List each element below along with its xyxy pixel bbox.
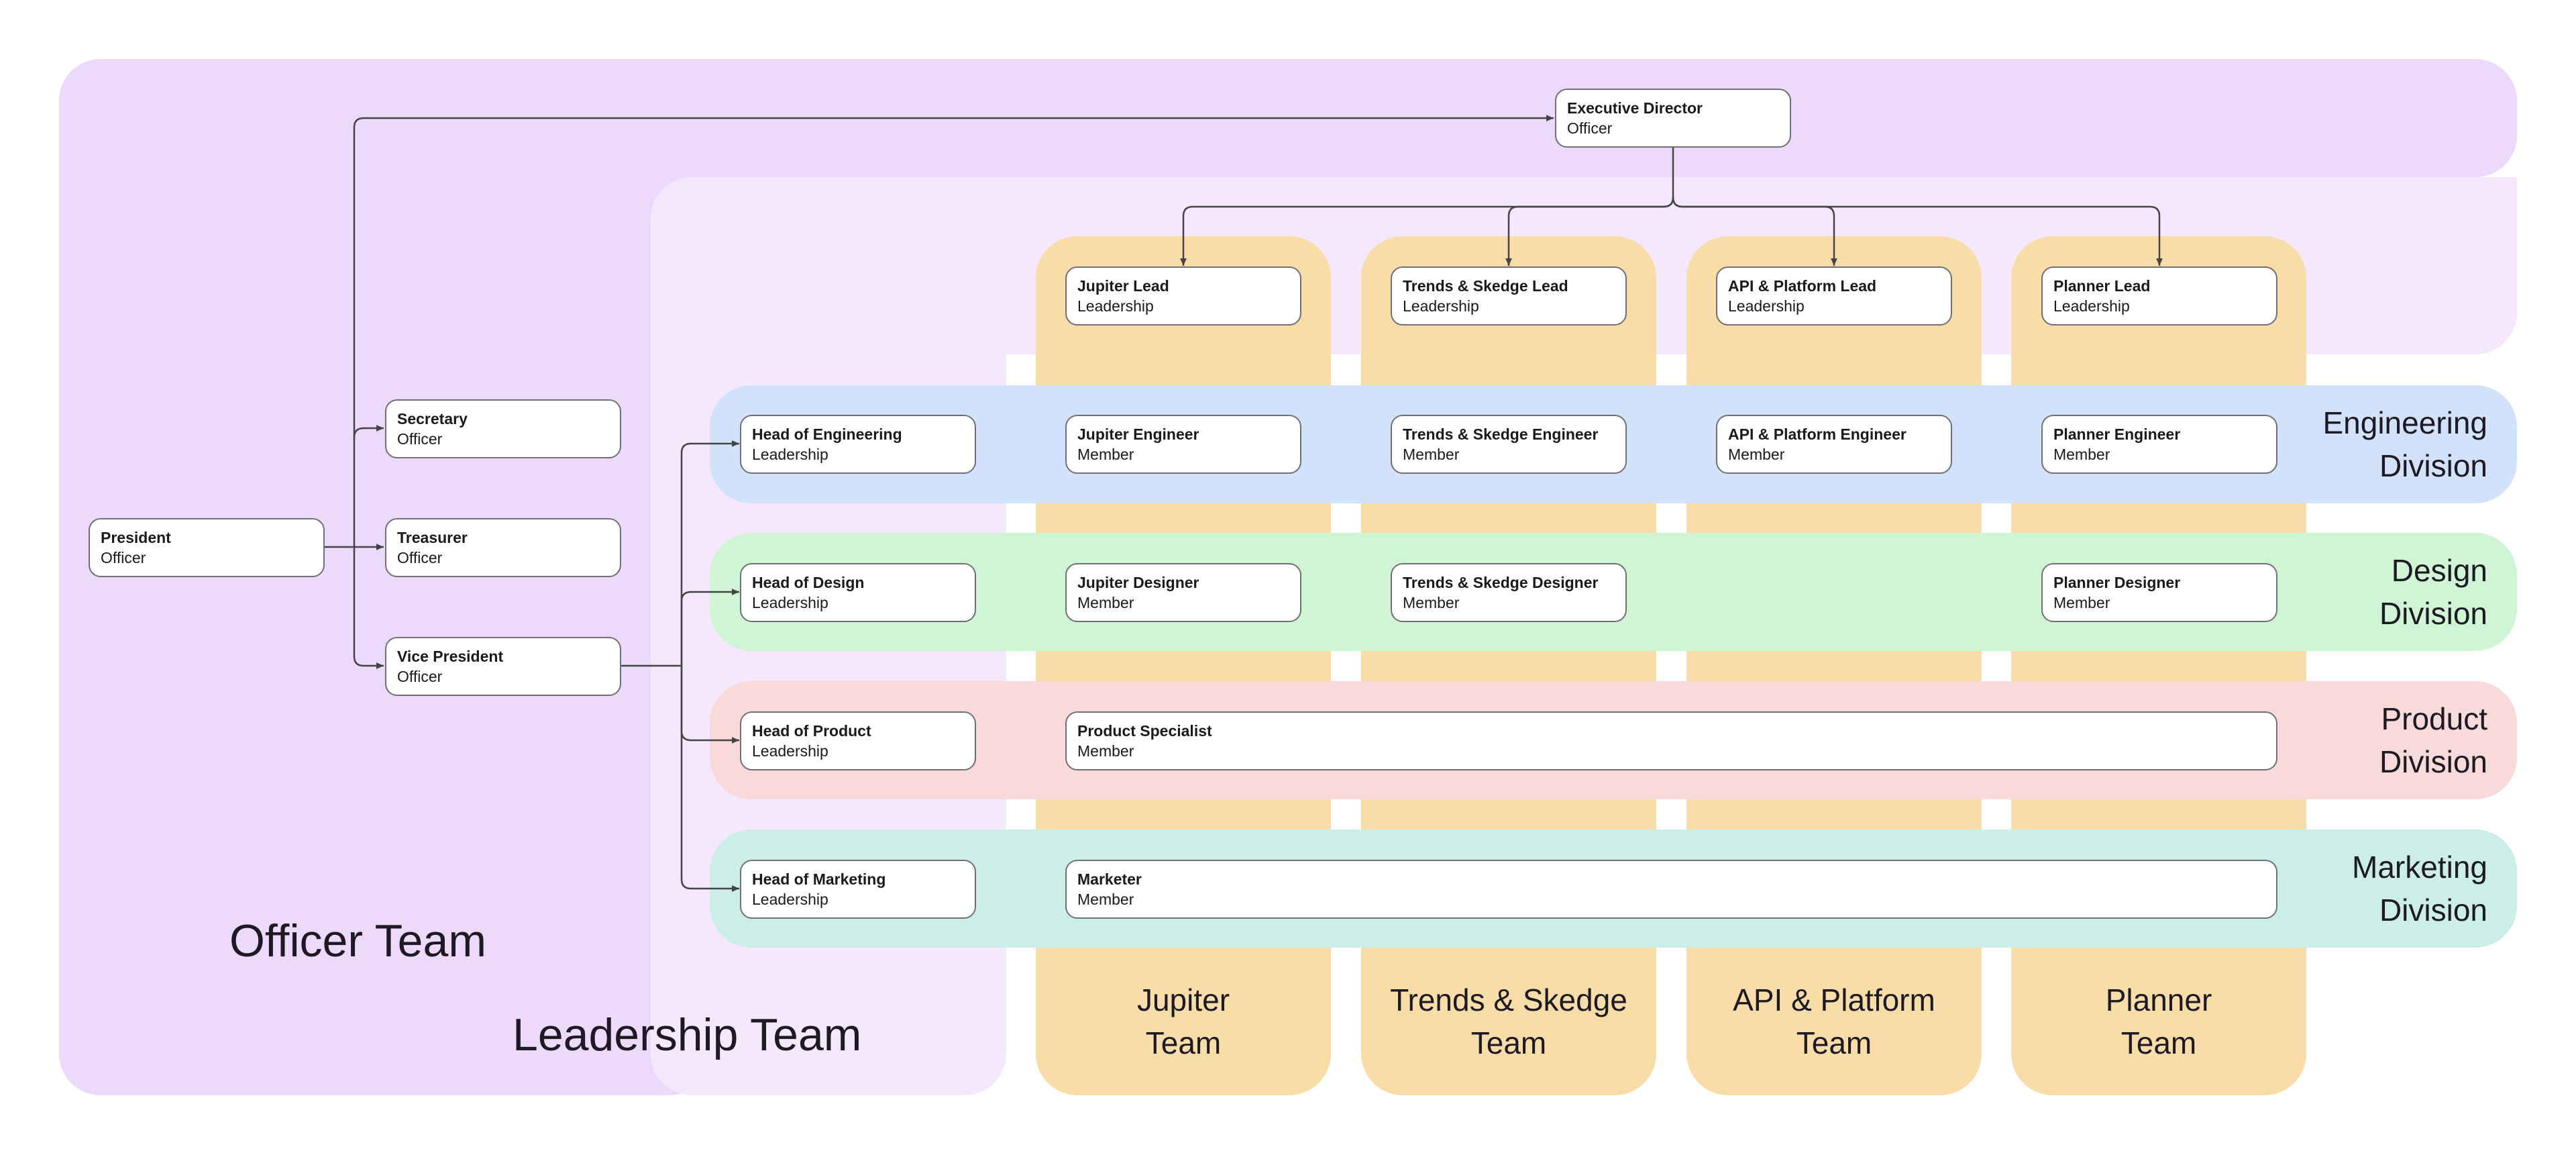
node-role: Officer: [397, 430, 443, 448]
team-label-planner: Planner Team: [2011, 978, 2306, 1064]
node-title: Planner Engineer: [2053, 425, 2181, 443]
division-label-line: Engineering: [2322, 405, 2487, 440]
team-label-line: Team: [2121, 1025, 2197, 1060]
node-role: Member: [1077, 891, 1134, 908]
division-label-line: Marketing: [2352, 850, 2487, 885]
node-planner-designer[interactable]: Planner Designer Member: [2041, 563, 2277, 622]
division-label-line: Division: [2379, 744, 2487, 779]
node-role: Leadership: [2053, 297, 2130, 315]
node-president[interactable]: President Officer: [89, 518, 325, 577]
team-column-jupiter: Jupiter Team: [1036, 236, 1331, 1095]
node-title: Vice President: [397, 648, 504, 665]
node-title: Trends & Skedge Designer: [1403, 574, 1599, 591]
node-role: Leadership: [752, 742, 828, 760]
node-role: Leadership: [1728, 297, 1805, 315]
node-role: Officer: [397, 549, 443, 566]
node-role: Officer: [1567, 119, 1613, 137]
node-role: Officer: [397, 668, 443, 685]
node-jupiter-designer[interactable]: Jupiter Designer Member: [1065, 563, 1301, 622]
node-planner-lead[interactable]: Planner Lead Leadership: [2041, 266, 2277, 325]
division-label-product: Product Division: [2379, 697, 2487, 783]
node-title: API & Platform Lead: [1728, 277, 1877, 295]
team-label-jupiter: Jupiter Team: [1036, 978, 1331, 1064]
division-label-design: Design Division: [2379, 549, 2487, 635]
node-title: Head of Product: [752, 722, 871, 740]
node-api-platform-engineer[interactable]: API & Platform Engineer Member: [1716, 415, 1952, 474]
team-label-line: Team: [1145, 1025, 1222, 1060]
node-role: Member: [1077, 594, 1134, 611]
node-role: Member: [2053, 594, 2110, 611]
node-role: Leadership: [752, 594, 828, 611]
node-role: Officer: [101, 549, 146, 566]
node-trends-skedge-lead[interactable]: Trends & Skedge Lead Leadership: [1391, 266, 1627, 325]
division-label-line: Design: [2391, 553, 2487, 588]
division-label-line: Division: [2379, 448, 2487, 483]
node-title: Product Specialist: [1077, 722, 1212, 740]
team-label-api-platform: API & Platform Team: [1686, 978, 1982, 1064]
node-product-specialist[interactable]: Product Specialist Member: [1065, 711, 2277, 770]
node-title: Secretary: [397, 410, 468, 428]
node-role: Member: [1077, 742, 1134, 760]
node-title: Marketer: [1077, 870, 1142, 888]
leadership-team-label: Leadership Team: [513, 1009, 862, 1060]
node-title: President: [101, 529, 171, 546]
node-head-of-marketing[interactable]: Head of Marketing Leadership: [740, 860, 976, 919]
team-column-trends-skedge: Trends & Skedge Team: [1361, 236, 1656, 1095]
node-title: API & Platform Engineer: [1728, 425, 1907, 443]
node-treasurer[interactable]: Treasurer Officer: [385, 518, 621, 577]
node-role: Leadership: [752, 891, 828, 908]
team-label-line: Team: [1796, 1025, 1872, 1060]
node-role: Member: [2053, 446, 2110, 463]
node-title: Head of Engineering: [752, 425, 902, 443]
team-label-line: Jupiter: [1136, 983, 1230, 1017]
division-label-line: Division: [2379, 893, 2487, 927]
node-title: Jupiter Lead: [1077, 277, 1169, 295]
node-jupiter-lead[interactable]: Jupiter Lead Leadership: [1065, 266, 1301, 325]
node-head-of-design[interactable]: Head of Design Leadership: [740, 563, 976, 622]
division-label-marketing: Marketing Division: [2352, 846, 2487, 932]
node-jupiter-engineer[interactable]: Jupiter Engineer Member: [1065, 415, 1301, 474]
node-role: Member: [1077, 446, 1134, 463]
team-label-trends-skedge: Trends & Skedge Team: [1361, 978, 1656, 1064]
team-column-api-platform: API & Platform Team: [1686, 236, 1982, 1095]
node-trends-skedge-engineer[interactable]: Trends & Skedge Engineer Member: [1391, 415, 1627, 474]
node-title: Jupiter Engineer: [1077, 425, 1199, 443]
team-label-line: Planner: [2105, 983, 2212, 1017]
node-title: Trends & Skedge Engineer: [1403, 425, 1599, 443]
node-vice-president[interactable]: Vice President Officer: [385, 637, 621, 696]
node-planner-engineer[interactable]: Planner Engineer Member: [2041, 415, 2277, 474]
node-secretary[interactable]: Secretary Officer: [385, 399, 621, 458]
node-head-of-product[interactable]: Head of Product Leadership: [740, 711, 976, 770]
team-column-planner: Planner Team: [2011, 236, 2306, 1095]
node-title: Treasurer: [397, 529, 468, 546]
division-label-line: Product: [2381, 701, 2487, 736]
node-title: Executive Director: [1567, 99, 1703, 117]
division-label-engineering: Engineering Division: [2322, 401, 2487, 487]
node-role: Member: [1403, 594, 1460, 611]
node-marketer[interactable]: Marketer Member: [1065, 860, 2277, 919]
team-label-line: Trends & Skedge: [1390, 983, 1627, 1017]
node-executive-director[interactable]: Executive Director Officer: [1555, 89, 1791, 148]
node-api-platform-lead[interactable]: API & Platform Lead Leadership: [1716, 266, 1952, 325]
node-role: Member: [1403, 446, 1460, 463]
node-title: Planner Designer: [2053, 574, 2181, 591]
team-label-line: API & Platform: [1733, 983, 1935, 1017]
node-role: Member: [1728, 446, 1785, 463]
node-role: Leadership: [752, 446, 828, 463]
node-role: Leadership: [1077, 297, 1154, 315]
team-label-line: Team: [1470, 1025, 1547, 1060]
division-label-line: Division: [2379, 596, 2487, 631]
node-title: Planner Lead: [2053, 277, 2151, 295]
node-title: Trends & Skedge Lead: [1403, 277, 1568, 295]
node-role: Leadership: [1403, 297, 1479, 315]
node-title: Head of Marketing: [752, 870, 886, 888]
officer-team-region-left: [59, 59, 711, 1095]
node-trends-skedge-designer[interactable]: Trends & Skedge Designer Member: [1391, 563, 1627, 622]
node-head-of-engineering[interactable]: Head of Engineering Leadership: [740, 415, 976, 474]
node-title: Jupiter Designer: [1077, 574, 1199, 591]
officer-team-label: Officer Team: [229, 915, 486, 966]
node-title: Head of Design: [752, 574, 865, 591]
